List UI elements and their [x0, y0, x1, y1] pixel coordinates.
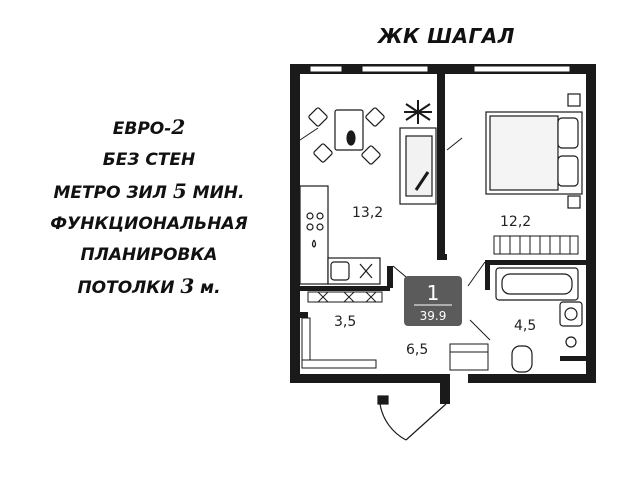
outer-walls — [290, 64, 596, 404]
bed — [485, 93, 583, 209]
area-kitchen-living: 13,2 — [352, 205, 383, 221]
area-hall: 6,5 — [406, 342, 428, 358]
plant-icon — [404, 100, 432, 124]
features-list: ЕВРО-2 БЕЗ СТЕН МЕТРО ЗИЛ 5 МИН. ФУНКЦИО… — [18, 112, 280, 304]
bathroom-fixtures — [495, 267, 583, 373]
area-bedroom: 12,2 — [500, 214, 531, 230]
sofa — [399, 127, 437, 205]
feature-euro: ЕВРО-2 — [112, 115, 186, 139]
feature-layout: ПЛАНИРОВКА — [80, 245, 218, 265]
area-bathroom: 4,5 — [514, 318, 536, 334]
entry-door — [377, 395, 447, 441]
kitchen-counter — [299, 185, 381, 285]
feature-no-walls: БЕЗ СТЕН — [102, 150, 196, 170]
bedroom-shelf — [493, 235, 579, 255]
badge-total-area: 39.9 — [420, 309, 447, 323]
feature-ceilings: ПОТОЛКИ 3 м. — [77, 274, 221, 298]
feature-functional: ФУНКЦИОНАЛЬНАЯ — [50, 214, 248, 234]
dining-table — [308, 107, 385, 165]
area-storage: 3,5 — [334, 314, 356, 330]
interior-walls — [300, 74, 586, 361]
hall-bench — [449, 343, 489, 371]
badge-room-count: 1 — [427, 281, 440, 305]
feature-metro: МЕТРО ЗИЛ 5 МИН. — [53, 179, 245, 203]
apartment-badge: 1 39.9 — [404, 276, 462, 326]
complex-title: ЖК ШАГАЛ — [378, 24, 515, 48]
windows — [309, 65, 571, 73]
storage-shelves — [301, 291, 383, 369]
